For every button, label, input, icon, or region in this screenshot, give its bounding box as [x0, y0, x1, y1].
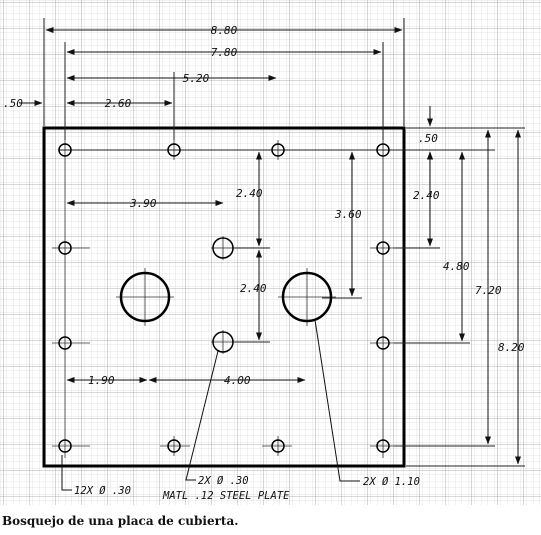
small-holes	[58, 143, 390, 453]
hole	[271, 439, 285, 453]
dim-bottom-left-offset: 1.90	[88, 374, 115, 387]
dim-right-hole-span-y: 4.80	[443, 260, 470, 273]
hole	[58, 241, 72, 255]
dim-right-total-span-y: 7.20	[475, 284, 502, 297]
dim-center-offset-from-left: 3.90	[129, 197, 157, 210]
leader-lines	[61, 319, 360, 491]
hole	[376, 336, 390, 350]
hole	[376, 241, 390, 255]
dim-big-hole-spacing: 4.00	[224, 374, 251, 387]
dimension-lines	[20, 27, 521, 465]
hole	[212, 331, 234, 353]
notes: 12X Ø .30 2X Ø .30 MATL .12 STEEL PLATE …	[74, 475, 420, 502]
dim-overall-width: 8.80	[211, 24, 238, 37]
large-hole	[281, 271, 333, 323]
dim-edge-offset-x: 2.60	[105, 97, 132, 110]
extension-lines	[43, 18, 525, 467]
dim-left-margin: .50	[3, 97, 23, 110]
large-hole	[119, 271, 171, 323]
dim-big-hole-offset-y: 3.60	[334, 208, 362, 221]
dim-small-hole-offset-y: 2.40	[236, 187, 263, 200]
dim-center-offset-x: 5.20	[183, 72, 210, 85]
dimension-labels: 8.80 7.80 5.20 2.60 .50 .50 2.40 3.90 3.…	[3, 24, 525, 387]
note-corner-holes: 12X Ø .30	[74, 485, 131, 497]
note-small-holes: 2X Ø .30	[198, 475, 249, 487]
dim-overall-height: 8.20	[498, 341, 525, 354]
note-material: MATL .12 STEEL PLATE	[162, 490, 290, 502]
hole	[167, 143, 181, 157]
plate-outline	[42, 126, 406, 468]
hole	[271, 143, 285, 157]
dim-small-hole-spacing-y: 2.40	[240, 282, 267, 295]
hole	[212, 237, 234, 259]
hole	[58, 336, 72, 350]
large-holes	[119, 271, 333, 323]
hole	[58, 439, 72, 453]
hole	[376, 143, 390, 157]
figure-caption: Bosquejo de una placa de cubierta.	[2, 514, 239, 528]
hole	[58, 143, 72, 157]
note-big-holes: 2X Ø 1.10	[363, 476, 420, 488]
cover-plate-sketch: 8.80 7.80 5.20 2.60 .50 .50 2.40 3.90 3.…	[0, 0, 541, 505]
dim-right-hole-offset-y: 2.40	[413, 189, 440, 202]
dim-hole-span-x: 7.80	[211, 46, 238, 59]
grid-coarse	[0, 0, 541, 505]
dim-top-margin: .50	[418, 132, 438, 145]
hole	[167, 439, 181, 453]
hole	[376, 439, 390, 453]
